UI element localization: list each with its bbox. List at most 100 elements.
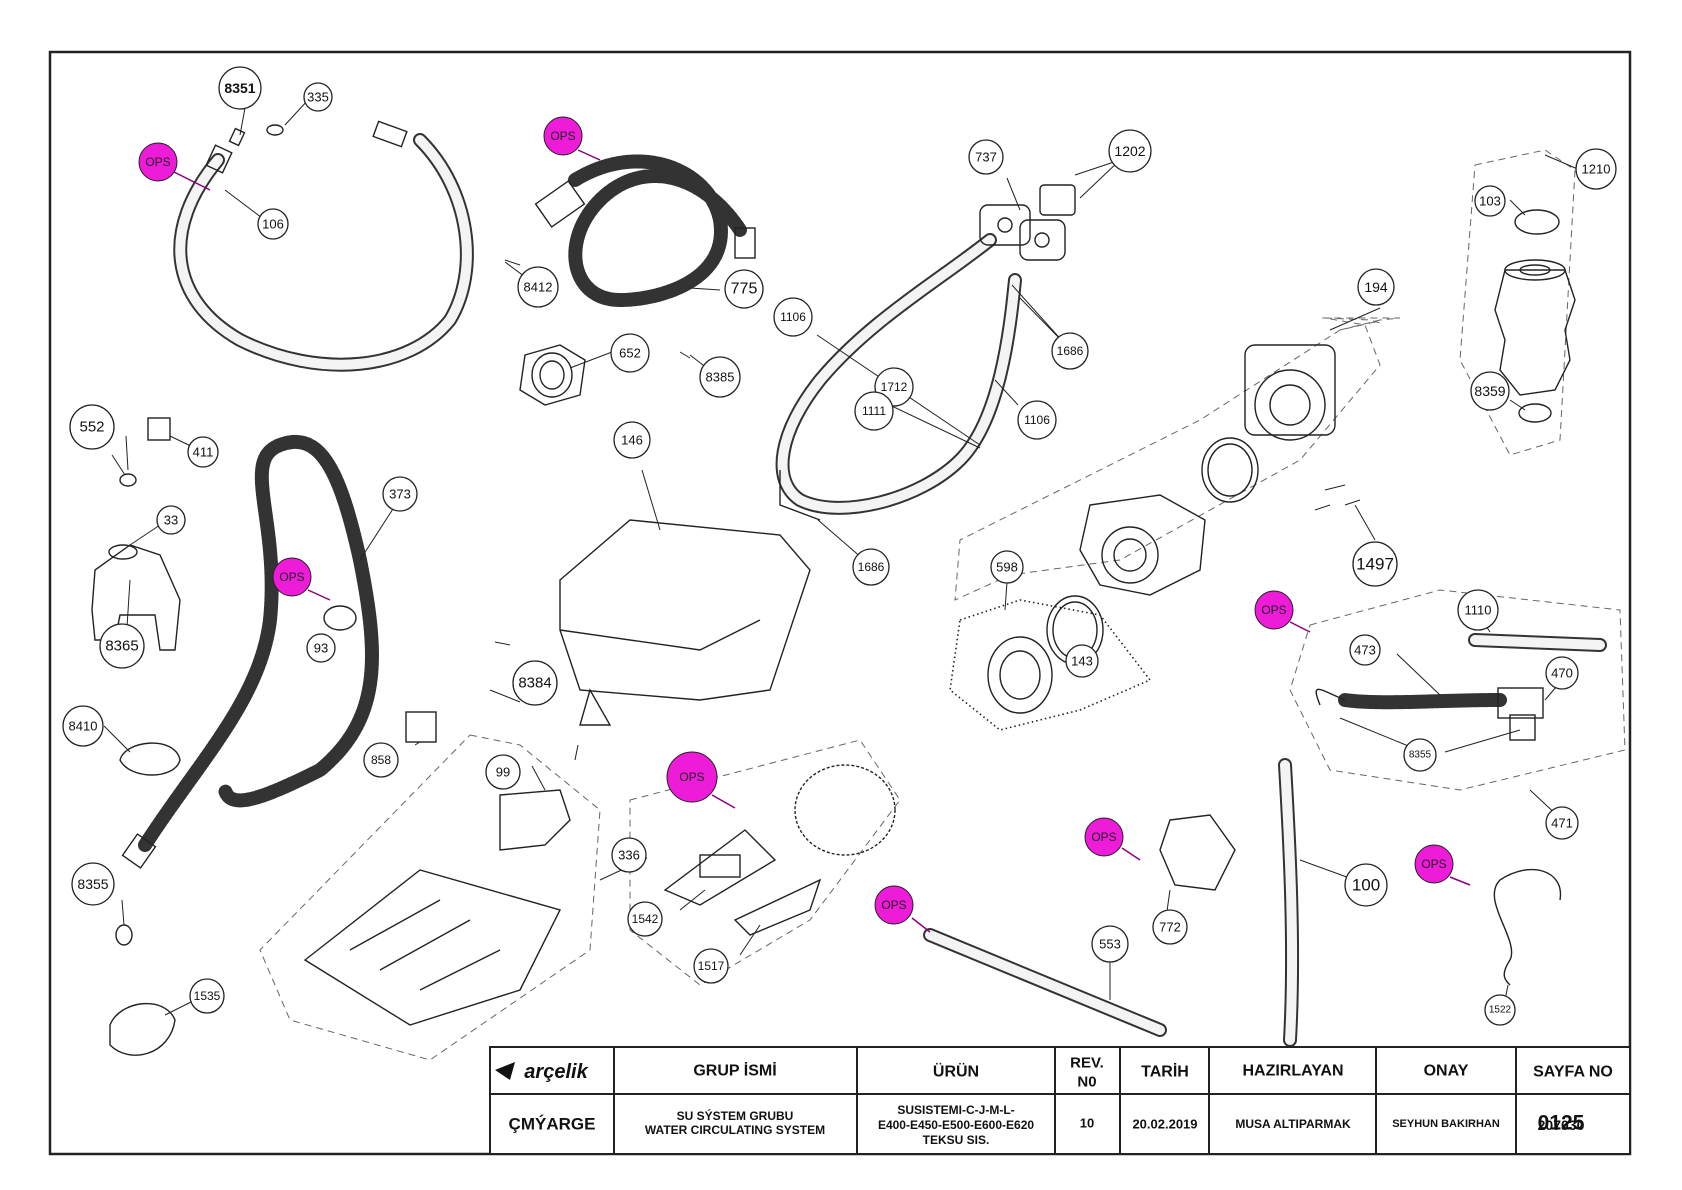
callout-label: 1110 <box>1465 603 1492 618</box>
hose-775-drawing <box>504 154 756 308</box>
callout-label: 8351 <box>224 80 255 96</box>
ops-badge <box>1414 844 1454 884</box>
clamp-1535-drawing <box>109 1003 176 1056</box>
group-name-tr: SU SÝSTEM GRUBU <box>677 1108 794 1123</box>
ops-label: OPS <box>1261 603 1286 617</box>
header-prepared: HAZIRLAYAN <box>1242 1063 1343 1080</box>
ops-label: OPS <box>881 898 906 912</box>
header-rev-no: N0 <box>1077 1074 1096 1091</box>
callout-label: 99 <box>496 765 510 780</box>
ring-652-drawing <box>519 344 586 406</box>
callout-1202: 1202 <box>1108 129 1152 173</box>
callout-772: 772 <box>1152 909 1188 945</box>
model-code: ÇMÝARGE <box>509 1115 596 1134</box>
ops-badge <box>272 557 312 597</box>
callout-598: 598 <box>990 550 1024 584</box>
callout-label: 1111 <box>862 404 886 418</box>
header-date: TARİH <box>1141 1063 1189 1081</box>
callout-label: 598 <box>996 560 1018 575</box>
ops-label: OPS <box>279 570 304 584</box>
callout-8384: 8384 <box>512 660 558 706</box>
ops-label: OPS <box>679 770 704 784</box>
ops-label: OPS <box>550 129 575 143</box>
callout-label: 8410 <box>69 719 98 734</box>
callout-label: 1535 <box>194 989 221 1003</box>
ops-label: OPS <box>1421 857 1446 871</box>
pump-772-drawing <box>1159 814 1236 891</box>
callout-106: 106 <box>257 208 289 240</box>
callout-1542: 1542 <box>627 901 663 937</box>
ops-tags: OPS OPS OPS OPS OPS OPS OPS OPS <box>138 116 1471 933</box>
callout-label: 411 <box>193 445 214 460</box>
callout-335: 335 <box>303 82 333 112</box>
product-line-1: SUSISTEMI-C-J-M-L- <box>897 1103 1014 1117</box>
callout-label: 858 <box>371 753 391 767</box>
pump-group-drawing <box>954 317 1401 601</box>
callout-label: 146 <box>621 433 643 448</box>
callout-99: 99 <box>485 754 521 790</box>
callout-8351: 8351 <box>218 66 262 110</box>
callout-194: 194 <box>1357 268 1395 306</box>
drain-hose-373-drawing <box>121 434 379 869</box>
callout-label: 93 <box>314 641 328 656</box>
callout-label: 8385 <box>706 370 735 385</box>
parts-artwork <box>91 120 1626 1061</box>
tray-group-1542-drawing <box>629 739 901 986</box>
callout-label: 8412 <box>524 280 553 295</box>
ops-badge <box>874 885 914 925</box>
product-line-2: E400-E450-E500-E600-E620 <box>878 1118 1034 1132</box>
approved-by: SEYHUN BAKIRHAN <box>1392 1118 1500 1130</box>
callout-label: 1517 <box>698 959 725 973</box>
callout-label: 737 <box>975 150 997 165</box>
callout-label: 1106 <box>780 310 806 324</box>
callout-label: 373 <box>389 487 411 502</box>
callout-1497: 1497 <box>1352 541 1398 587</box>
page-number-suffix: 0125 <box>1538 1112 1585 1135</box>
callout-label: 1686 <box>858 560 885 574</box>
group-name-en: WATER CIRCULATING SYSTEM <box>645 1123 825 1137</box>
callout-label: 552 <box>79 419 104 436</box>
ops-badge <box>666 751 718 803</box>
callout-8359: 8359 <box>1470 371 1510 411</box>
callout-label: 1712 <box>881 380 908 394</box>
callout-471: 471 <box>1545 806 1579 840</box>
callout-33: 33 <box>156 505 186 535</box>
callout-label: 772 <box>1159 920 1181 935</box>
callout-8355-pipe: 8355 <box>1403 738 1437 772</box>
callout-label: 336 <box>618 848 640 863</box>
callout-470: 470 <box>1545 656 1579 690</box>
callout-93: 93 <box>306 633 336 663</box>
callout-1517: 1517 <box>693 948 729 984</box>
callout-label: 470 <box>1551 666 1573 681</box>
ops-badge <box>543 116 583 156</box>
callout-858: 858 <box>363 742 399 778</box>
callout-label: 335 <box>307 90 329 105</box>
header-group: GRUP İSMİ <box>693 1062 776 1080</box>
callout-label: 103 <box>1479 194 1501 209</box>
header-product: ÜRÜN <box>933 1062 979 1081</box>
block-858-drawing <box>405 711 437 743</box>
ring-93-drawing <box>323 605 357 631</box>
callout-1686-lower: 1686 <box>852 548 890 586</box>
callout-label: 194 <box>1364 279 1388 295</box>
hose-1522-drawing <box>1493 868 1562 986</box>
callout-label: 1106 <box>1024 413 1050 427</box>
callout-1106-lower: 1106 <box>1017 400 1057 440</box>
page-number-prefix: 207030 <box>1538 1117 1585 1133</box>
callout-label: 1202 <box>1114 143 1145 159</box>
callout-label: 1210 <box>1582 162 1611 177</box>
callout-label: 8365 <box>105 638 138 655</box>
revision-date: 20.02.2019 <box>1132 1117 1197 1132</box>
callout-473: 473 <box>1349 634 1381 666</box>
callout-label: 553 <box>1099 937 1121 952</box>
callout-1111: 1111 <box>854 391 894 431</box>
callout-label: 1522 <box>1489 1005 1512 1016</box>
prepared-by: MUSA ALTIPARMAK <box>1235 1117 1351 1131</box>
part-callouts: 8351 335 106 8412 775 652 8385 737 1202 … <box>62 66 1617 1026</box>
title-block: arçelik GRUP İSMİ ÜRÜN REV. N0 TARİH HAZ… <box>489 1046 1631 1155</box>
header-page: SAYFA NO <box>1533 1064 1613 1081</box>
callout-label: 143 <box>1071 654 1093 669</box>
callout-label: 652 <box>619 346 641 361</box>
callout-411: 411 <box>187 436 219 468</box>
callout-103: 103 <box>1474 185 1506 217</box>
